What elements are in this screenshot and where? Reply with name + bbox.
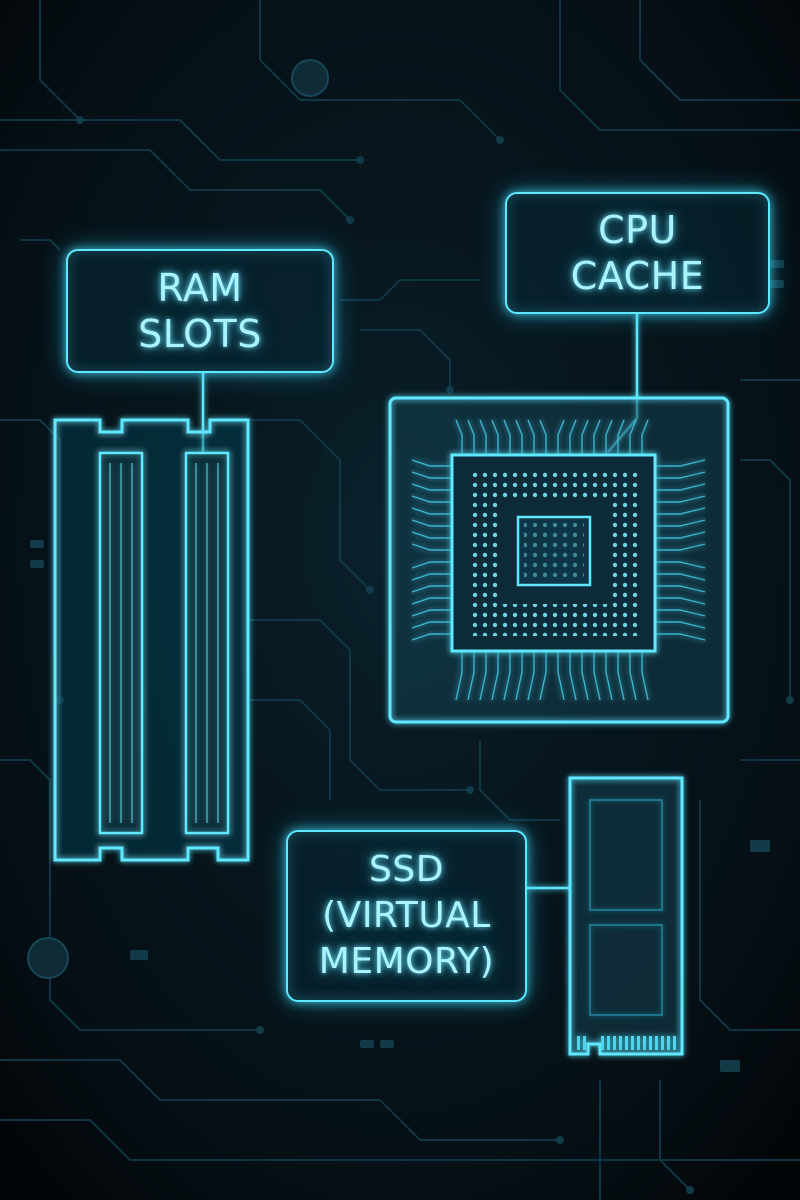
ssd-module xyxy=(568,776,684,1056)
cpu-core-grid xyxy=(524,523,584,579)
cpu-cache-label: CPU CACHE xyxy=(505,192,770,314)
ssd-flash-chip xyxy=(589,799,663,911)
ssd-connector-pins xyxy=(600,1036,678,1050)
ram-slots xyxy=(53,418,250,862)
capacitor xyxy=(27,937,69,979)
ssd-controller-chip xyxy=(589,924,663,1016)
background-pads xyxy=(30,116,794,1194)
cpu-label-line-2: CACHE xyxy=(570,254,705,298)
ssd-board xyxy=(568,776,684,1056)
ram-label-line-2: SLOTS xyxy=(138,312,262,356)
cpu-pin-traces xyxy=(411,419,706,701)
cpu-chip xyxy=(388,396,730,724)
ssd-label-line-2: (VIRTUAL xyxy=(322,895,491,936)
ram-label-line-1: RAM xyxy=(157,266,243,310)
ssd-label-line-3: MEMORY) xyxy=(318,941,495,982)
ssd-label-line-1: SSD xyxy=(369,849,444,890)
ssd-virtual-memory-label: SSD (VIRTUAL MEMORY) xyxy=(286,830,527,1002)
cpu-label-line-1: CPU xyxy=(598,208,677,252)
ram-slots-label: RAM SLOTS xyxy=(66,249,334,373)
ssd-connector-pins xyxy=(574,1036,588,1050)
capacitor xyxy=(291,59,329,97)
